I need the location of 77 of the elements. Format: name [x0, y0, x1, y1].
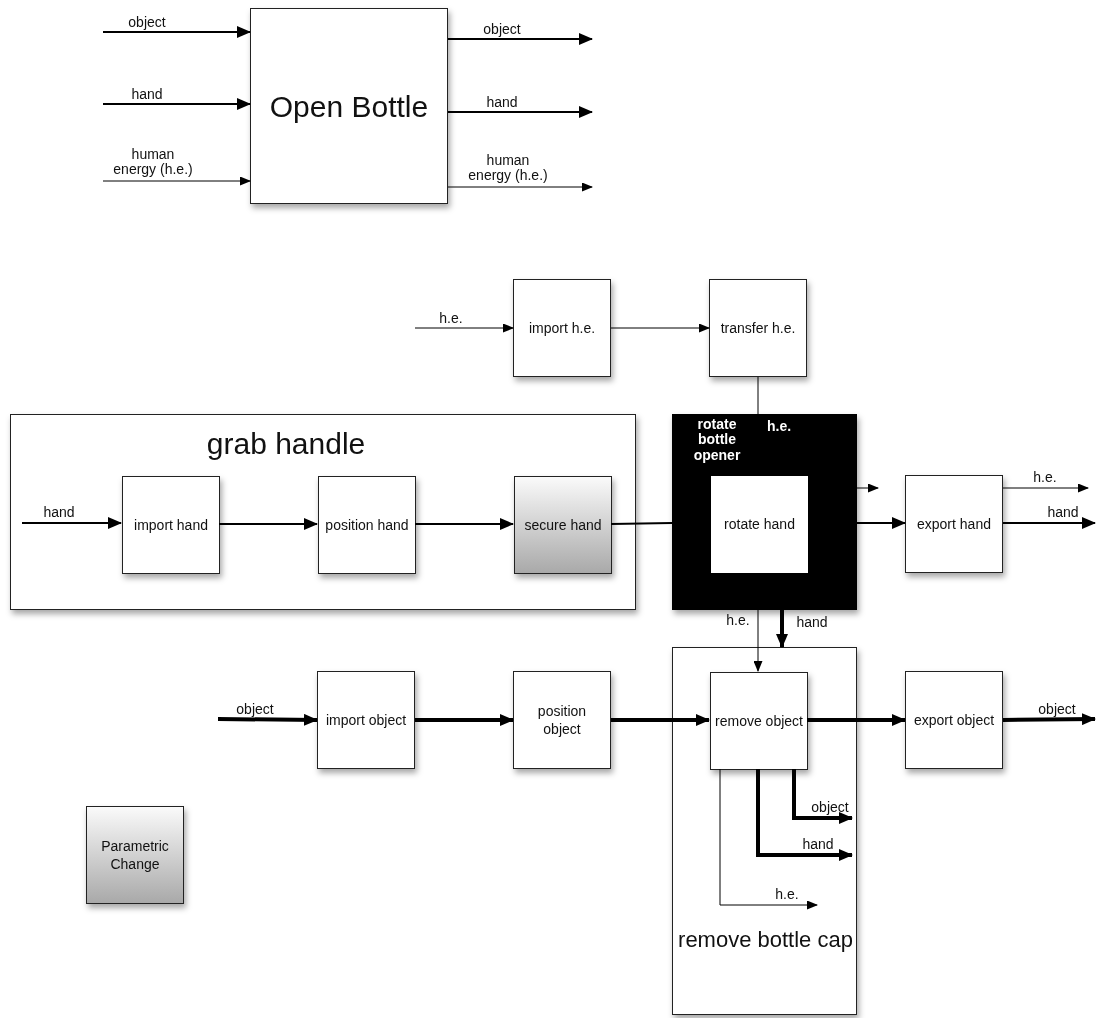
arrow — [218, 518, 318, 530]
edge-label: hand — [796, 614, 828, 630]
arrow — [415, 714, 514, 726]
edge-label: h.e. — [1033, 469, 1057, 485]
function-box — [317, 671, 415, 769]
function-box — [122, 476, 220, 574]
arrow — [102, 98, 251, 110]
arrow — [102, 26, 251, 38]
arrow — [856, 483, 879, 493]
edge-label: h.e. — [439, 310, 463, 326]
function-box — [711, 476, 808, 573]
box-label: grab handle — [205, 427, 367, 460]
edge-label: object — [236, 701, 274, 717]
box-label: position object — [536, 701, 588, 739]
arrow — [414, 323, 514, 333]
function-box — [513, 671, 611, 769]
connector-line — [757, 376, 759, 415]
box-label: import h.e. — [527, 318, 597, 338]
box-label: import hand — [133, 515, 209, 535]
arrow — [776, 610, 788, 648]
connector-line — [610, 522, 673, 525]
function-box — [905, 475, 1003, 573]
box-label: remove object — [714, 711, 804, 731]
arrow — [447, 106, 593, 118]
arrow — [610, 323, 710, 333]
edge-label: object — [483, 21, 521, 37]
edge-label: h.e. — [726, 612, 750, 628]
edge-label: hand — [486, 94, 518, 110]
box-label: rotate bottle opener — [692, 417, 742, 464]
subsystem-box — [10, 414, 636, 610]
function-box — [709, 279, 807, 377]
function-box — [710, 672, 808, 770]
edge-label: hand — [1047, 504, 1079, 520]
box-label: remove bottle cap — [678, 928, 853, 953]
edge-label: human energy (h.e.) — [112, 147, 194, 178]
box-label: import object — [324, 710, 408, 730]
box-label: position hand — [324, 515, 410, 535]
box-label: secure hand — [523, 515, 603, 535]
box-label: export hand — [916, 514, 992, 534]
edge-label: object — [1038, 701, 1076, 717]
arrow — [217, 713, 318, 726]
edge-label: hand — [131, 86, 163, 102]
box-label: Open Bottle — [268, 88, 430, 125]
arrow — [611, 714, 710, 726]
function-box — [318, 476, 416, 574]
arrow — [753, 609, 763, 672]
box-label: h.e. — [765, 419, 793, 435]
arrow — [719, 768, 818, 910]
edge-label: hand — [43, 504, 75, 520]
arrow — [1002, 517, 1096, 529]
arrow — [21, 517, 122, 529]
edge-label: object — [811, 799, 849, 815]
subsystem-box — [672, 647, 857, 1015]
filled-subsystem-box — [672, 414, 857, 610]
box-label: rotate hand — [723, 515, 796, 534]
arrow — [856, 517, 906, 529]
edge-label: hand — [802, 836, 834, 852]
box-label: export object — [912, 710, 996, 730]
arrow — [1002, 483, 1089, 493]
arrow — [1002, 713, 1096, 726]
edge-label: h.e. — [775, 886, 799, 902]
arrow — [792, 769, 853, 824]
arrow — [756, 769, 853, 861]
arrow — [414, 518, 514, 530]
edge-label: human energy (h.e.) — [467, 153, 549, 184]
edge-label: object — [128, 14, 166, 30]
shaded-function-box — [514, 476, 612, 574]
shaded-function-box — [86, 806, 184, 904]
function-box — [905, 671, 1003, 769]
arrow — [807, 714, 906, 726]
function-box — [250, 8, 448, 204]
arrow — [102, 176, 251, 186]
box-label: Parametric Change — [100, 836, 170, 874]
function-box — [513, 279, 611, 377]
arrow — [447, 182, 593, 192]
box-label: transfer h.e. — [719, 318, 797, 338]
arrow — [447, 33, 593, 45]
